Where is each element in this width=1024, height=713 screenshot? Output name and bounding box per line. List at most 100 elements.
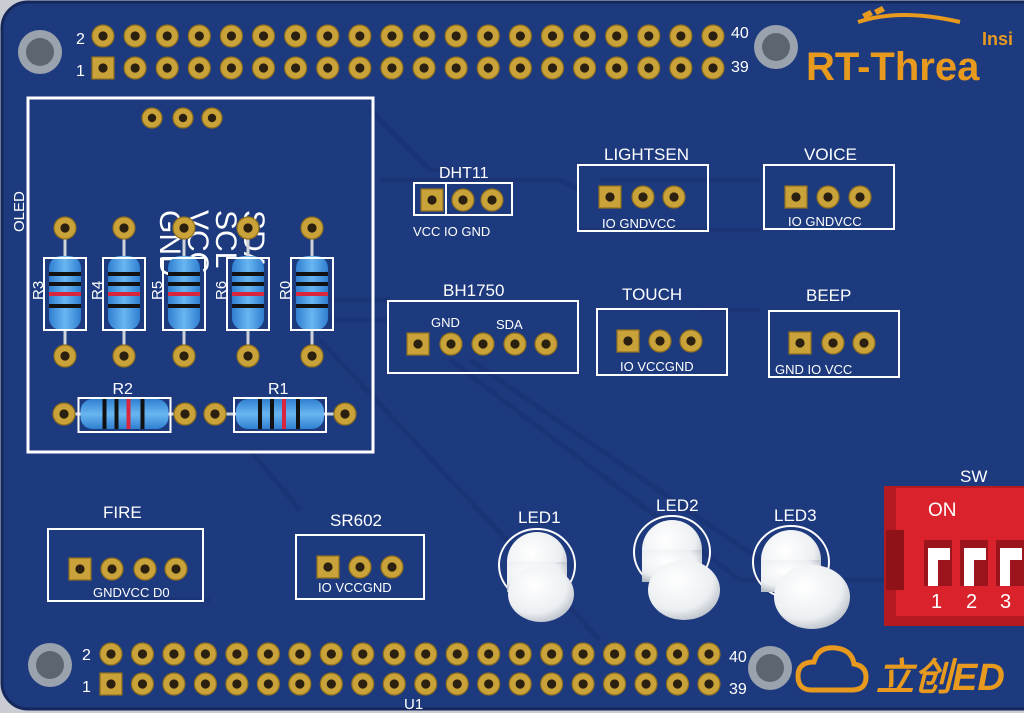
top-header-pad-2 xyxy=(91,24,115,48)
resistor-label-r3: R3 xyxy=(30,281,47,300)
header-pin-39-label: 39 xyxy=(731,59,749,76)
module-pad-3 xyxy=(380,555,404,579)
bottom-header-pad-37 xyxy=(665,672,690,696)
top-header-pad-39 xyxy=(701,56,725,80)
sr602-title: SR602 xyxy=(330,511,382,530)
switch-title: SW xyxy=(960,467,987,486)
sr602-module: SR602 IO VCCGND xyxy=(295,511,425,600)
top-header-pad-30 xyxy=(540,24,565,48)
module-pads xyxy=(616,329,703,353)
led-1: LED1 xyxy=(498,508,576,622)
top-header-pad-18 xyxy=(348,24,372,48)
resistor-pad-bottom xyxy=(300,344,324,368)
top-header-pad-35 xyxy=(637,56,661,80)
module-pad-2 xyxy=(100,557,124,581)
top-header-pad-23 xyxy=(444,56,468,80)
switch-number-1: 1 xyxy=(931,591,942,613)
top-header-pad-36 xyxy=(637,24,661,48)
bottom-header-pad-10 xyxy=(225,642,249,666)
dip-switch: SW ON 1 2 3 xyxy=(884,467,1024,626)
lceda-logo: 立创ED xyxy=(795,645,1005,699)
module-pad-2 xyxy=(451,188,475,212)
bottom-header-pad-23 xyxy=(445,672,469,696)
bottom-header-pad-4 xyxy=(130,642,155,666)
bottom-header-pad-19 xyxy=(382,672,406,696)
top-header-pad-25 xyxy=(476,56,500,80)
resistor-pad-top xyxy=(300,216,324,240)
top-header-pad-38 xyxy=(669,24,693,48)
header-pin-2-label: 2 xyxy=(76,31,85,48)
led-3: LED3 xyxy=(752,506,850,629)
fire-title: FIRE xyxy=(103,503,142,522)
module-pad-5 xyxy=(534,332,558,356)
top-header-pad-3 xyxy=(123,56,147,80)
top-header-pad-13 xyxy=(284,56,308,80)
top-header-pad-6 xyxy=(155,24,179,48)
oled-outline xyxy=(26,96,375,454)
module-pads xyxy=(784,185,872,209)
fire-module: FIRE GNDVCC D0 xyxy=(47,503,204,602)
module-pads xyxy=(788,331,876,355)
resistor-pad-right xyxy=(333,402,357,426)
mounting-holes xyxy=(18,25,798,690)
beep-pin-labels: GND IO VCC xyxy=(775,362,852,377)
top-header-pad-9 xyxy=(219,56,244,80)
footer-pin-2-label: 2 xyxy=(82,647,91,664)
footer-pin-1-label: 1 xyxy=(82,679,91,696)
bottom-header-pad-21 xyxy=(414,672,438,696)
bottom-header-pad-39 xyxy=(697,672,721,696)
bottom-header-pad-18 xyxy=(351,642,375,666)
top-header-pad-28 xyxy=(508,24,532,48)
bottom-header-pad-22 xyxy=(414,642,438,666)
module-pads xyxy=(406,332,558,356)
sr602-pin-labels: IO VCCGND xyxy=(318,580,392,595)
switch-number-2: 2 xyxy=(966,591,977,613)
rt-thread-wordmark: RT-Threa xyxy=(806,45,980,89)
resistor-pad-bottom xyxy=(53,344,77,368)
module-pad-1 xyxy=(598,185,622,209)
led1-label: LED1 xyxy=(518,508,561,527)
voice-pin-labels: IO GNDVCC xyxy=(788,214,862,229)
bottom-header-pad-16 xyxy=(319,642,343,666)
bottom-header-pad-40 xyxy=(697,642,721,666)
resistor-r0: R0 xyxy=(277,216,334,368)
top-header-pad-5 xyxy=(155,56,179,80)
top-header-pad-8 xyxy=(187,24,211,48)
top-header-pad-16 xyxy=(316,24,340,48)
module-pad-1 xyxy=(784,185,808,209)
bottom-header-pad-36 xyxy=(634,642,658,666)
top-header-pad-33 xyxy=(605,56,629,80)
top-header-pad-11 xyxy=(251,56,276,80)
switch-number-3: 3 xyxy=(1000,591,1011,613)
u1-ref-label: U1 xyxy=(404,696,423,713)
bottom-header-pad-20 xyxy=(382,642,406,666)
resistor-r6: R6 xyxy=(213,216,270,368)
module-pad-3 xyxy=(133,557,157,581)
bottom-header-pad-34 xyxy=(602,642,627,666)
top-header-pad-20 xyxy=(380,24,404,48)
module-pad-2 xyxy=(821,331,845,355)
bh1750-gnd-label: GND xyxy=(431,315,460,330)
module-pads xyxy=(68,557,188,581)
oled-pad-3 xyxy=(201,107,223,129)
resistor-label-r4: R4 xyxy=(89,281,106,300)
dht11-pin-labels: VCC IO GND xyxy=(413,224,490,239)
resistor-pad-bottom xyxy=(172,344,196,368)
led3-label: LED3 xyxy=(774,506,817,525)
top-header-pad-27 xyxy=(508,56,532,80)
top-header-pad-7 xyxy=(187,56,211,80)
resistor-label-r0: R0 xyxy=(277,281,294,300)
rt-thread-tag: Insi xyxy=(982,29,1013,49)
voice-module: VOICE IO GNDVCC xyxy=(763,145,895,230)
bottom-header-pad-9 xyxy=(225,672,249,696)
module-pad-3 xyxy=(480,188,504,212)
touch-module: TOUCH IO VCCGND xyxy=(596,285,728,376)
top-header-pad-1 xyxy=(91,56,115,80)
resistor-pad-top xyxy=(53,216,77,240)
module-pad-1 xyxy=(788,331,812,355)
top-header-pad-40 xyxy=(701,24,725,48)
top-header-pad-26 xyxy=(476,24,500,48)
switch-lever-3 xyxy=(996,540,1024,586)
